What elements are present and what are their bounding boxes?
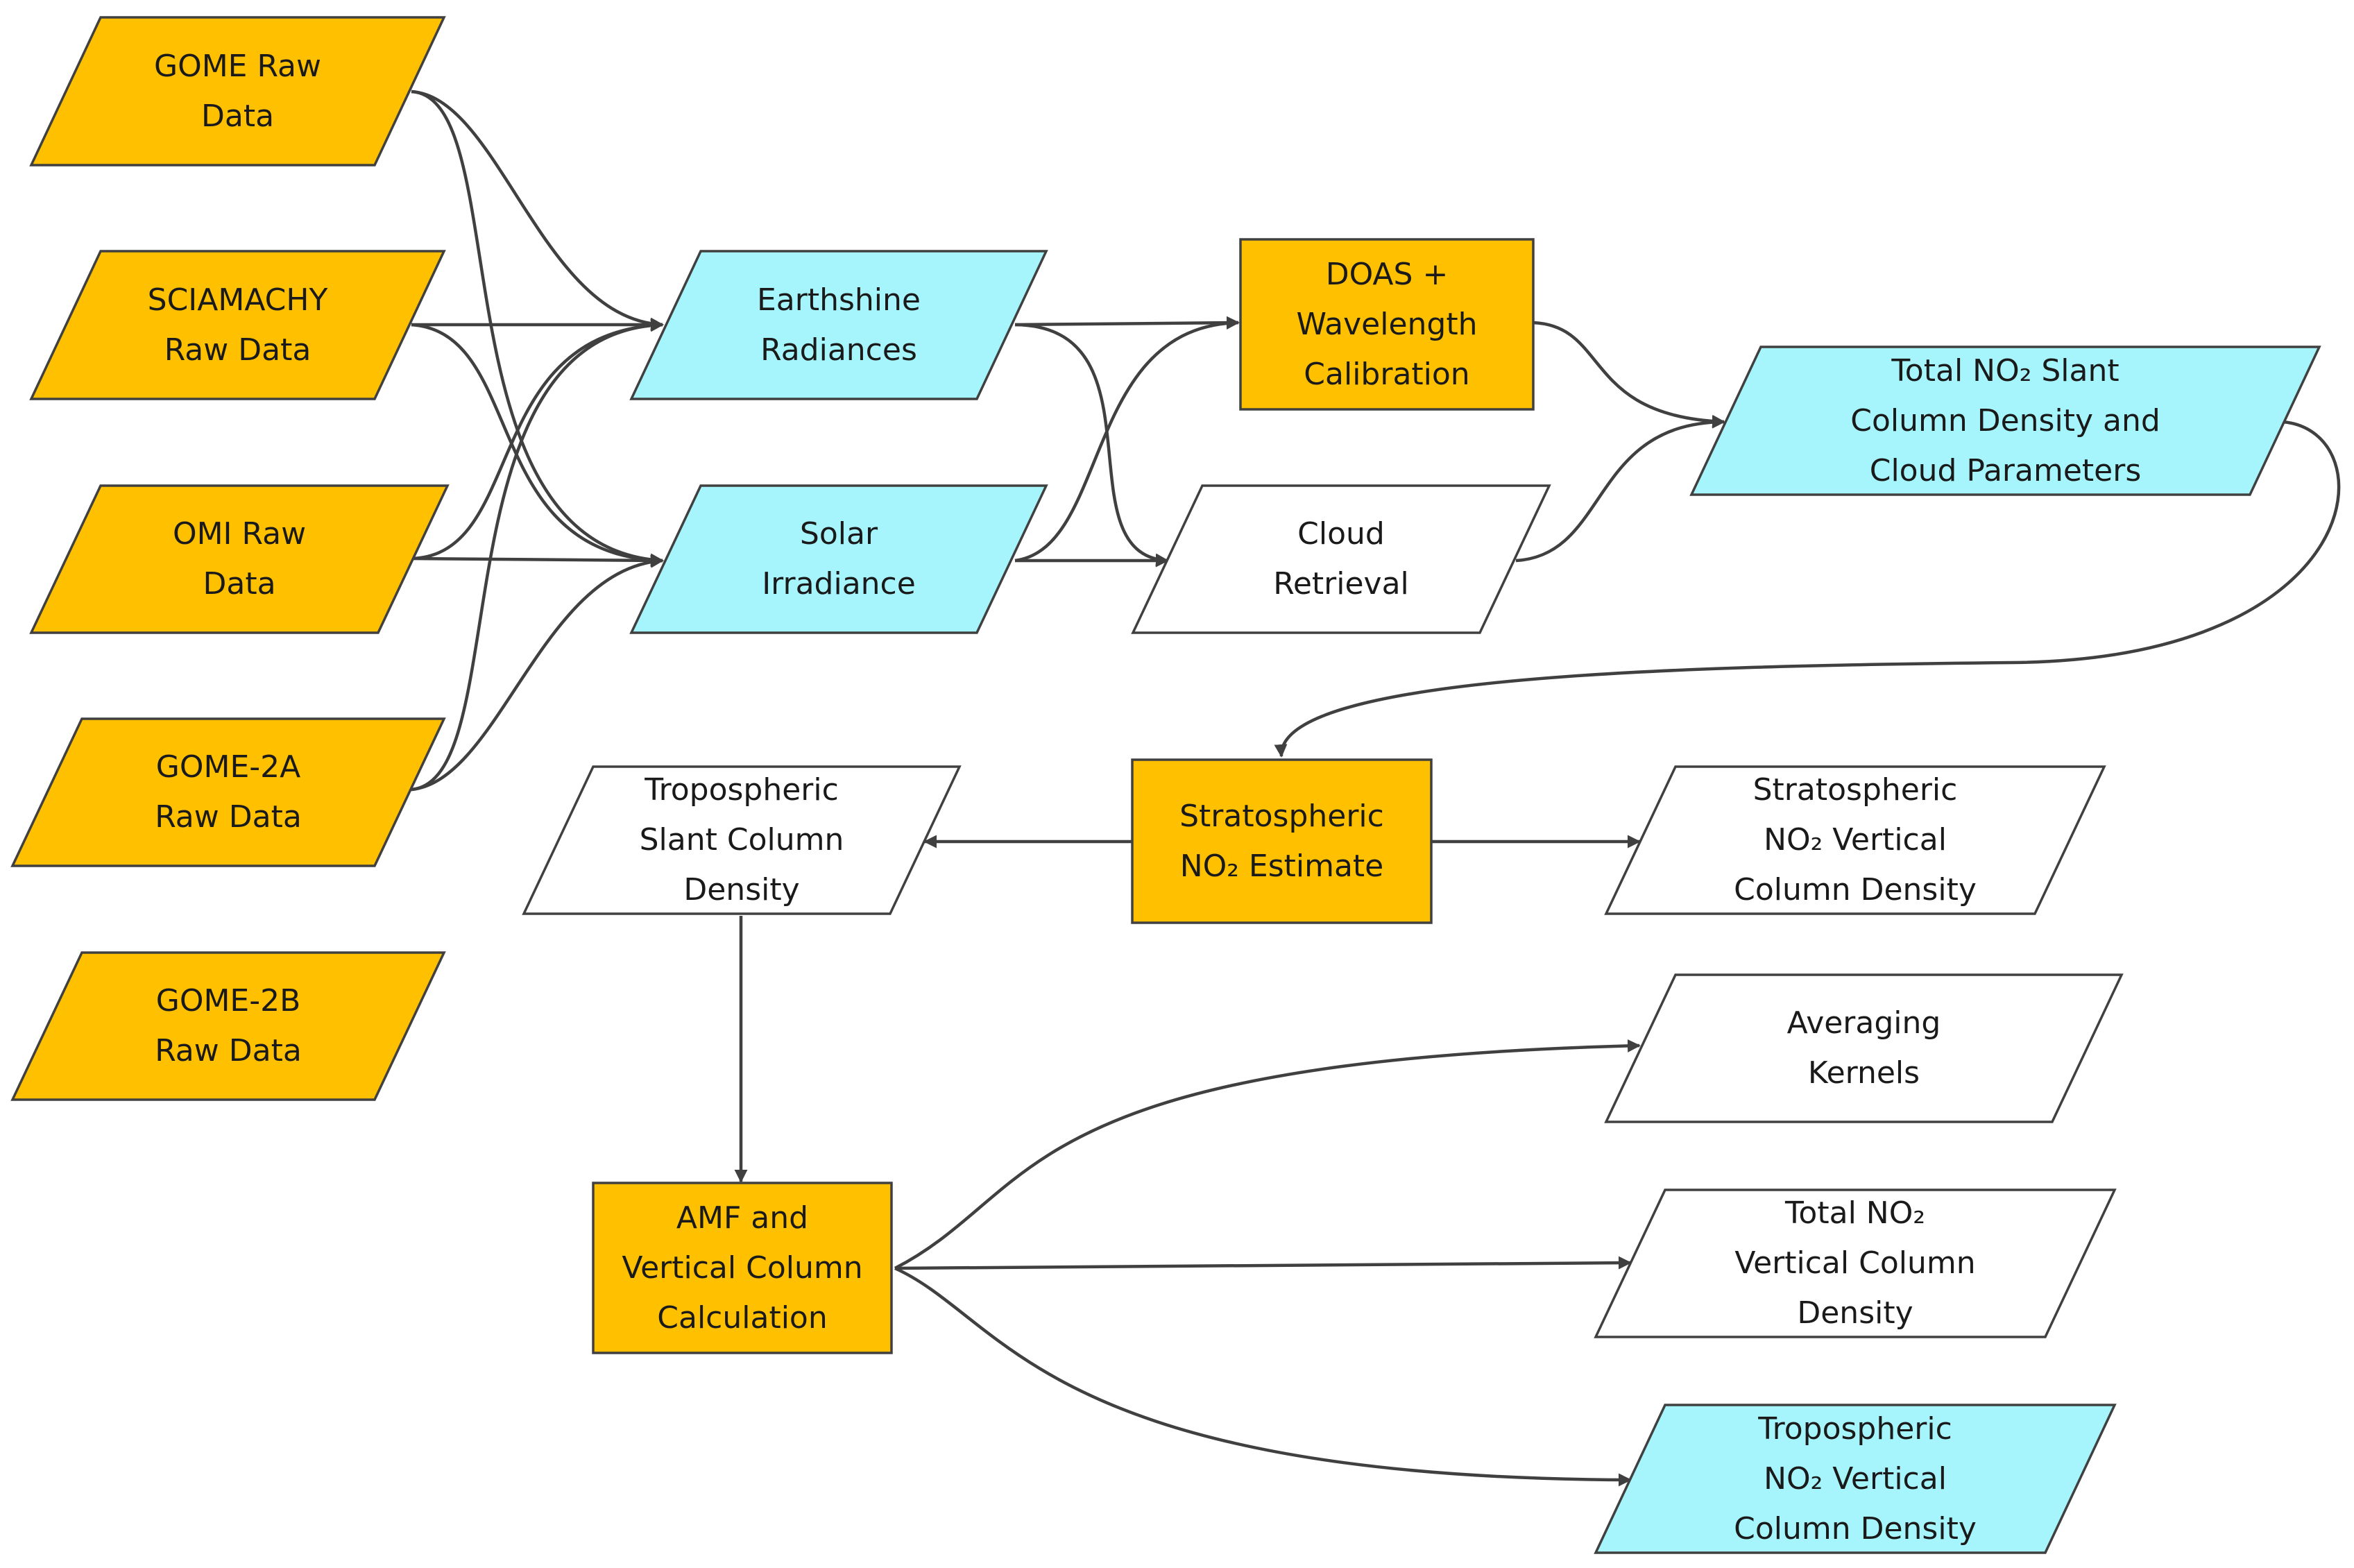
total-vcd-line-3: Density (1797, 1295, 1913, 1331)
edge-cloud-totalscd (1515, 415, 1725, 563)
strat-est-line-2: NO₂ Estimate (1179, 848, 1384, 884)
strat-vcd-shape (1604, 765, 2106, 915)
cloud-label: Cloud Retrieval (1133, 486, 1549, 633)
edge-omi-solar (411, 554, 664, 568)
edge-amf-totalvcd (894, 1256, 1632, 1270)
gome2a-raw-label: GOME-2A Raw Data (12, 719, 444, 866)
strat-est-shape (1131, 758, 1433, 924)
omi-raw-shape (29, 484, 450, 634)
amf-label: AMF and Vertical Column Calculation (593, 1183, 892, 1353)
strat-vcd-line-3: Column Density (1734, 872, 1977, 907)
gome-raw-line-1: GOME Raw (153, 48, 322, 84)
avg-kernels-shape (1604, 973, 2124, 1123)
edge-gome2a-earthshine (411, 318, 664, 792)
trop-vcd-line-3: Column Density (1734, 1510, 1977, 1546)
edge-solar-doas (1014, 316, 1240, 563)
total-vcd-line-1: Total NO₂ (1785, 1195, 1925, 1231)
earthshine-line-2: Radiances (760, 332, 917, 368)
cloud-shape (1131, 484, 1551, 634)
gome-raw-line-2: Data (201, 98, 275, 134)
doas-line-1: DOAS + (1325, 256, 1449, 292)
trop-vcd-line-2: NO₂ Vertical (1764, 1460, 1947, 1497)
gome2b-raw-shape (10, 951, 446, 1101)
solar-shape (629, 484, 1048, 634)
omi-raw-label: OMI Raw Data (31, 486, 447, 633)
trop-scd-line-3: Density (683, 872, 800, 907)
total-scd-line-3: Cloud Parameters (1869, 452, 2142, 488)
gome2b-raw-label: GOME-2B Raw Data (12, 953, 444, 1100)
doas-line-2: Wavelength (1296, 306, 1478, 342)
edge-totalscd-strat (1274, 420, 2341, 758)
strat-vcd-label: Stratospheric NO₂ Vertical Column Densit… (1606, 767, 2104, 914)
omi-raw-line-1: OMI Raw (172, 516, 307, 552)
sciamachy-raw-line-2: Raw Data (164, 332, 312, 368)
trop-scd-label: Tropospheric Slant Column Density (524, 767, 959, 914)
gome2b-raw-line-1: GOME-2B (155, 983, 301, 1019)
strat-vcd-line-2: NO₂ Vertical (1764, 822, 1947, 858)
total-vcd-line-2: Vertical Column (1734, 1245, 1976, 1281)
trop-scd-shape (522, 765, 962, 915)
gome2a-raw-line-2: Raw Data (155, 799, 302, 835)
total-scd-line-2: Column Density and (1850, 402, 2160, 438)
strat-est-label: Stratospheric NO₂ Estimate (1132, 760, 1431, 923)
gome2a-raw-line-1: GOME-2A (155, 749, 301, 785)
cloud-line-2: Retrieval (1273, 566, 1409, 602)
solar-line-1: Solar (799, 516, 878, 552)
earthshine-shape (629, 250, 1048, 400)
sciamachy-raw-shape (29, 250, 446, 400)
trop-vcd-shape (1594, 1404, 2117, 1554)
gome-raw-label: GOME Raw Data (31, 17, 444, 165)
earthshine-line-1: Earthshine (757, 282, 921, 318)
total-scd-shape (1689, 346, 2321, 496)
doas-shape (1239, 238, 1535, 411)
edge-amf-avgkernels (894, 1039, 1641, 1270)
earthshine-label: Earthshine Radiances (631, 251, 1046, 399)
sciamachy-raw-line-1: SCIAMACHY (147, 282, 328, 318)
cloud-line-1: Cloud (1297, 516, 1385, 552)
doas-label: DOAS + Wavelength Calibration (1240, 239, 1533, 409)
solar-line-2: Irradiance (762, 566, 916, 602)
gome2a-raw-shape (10, 717, 446, 867)
total-scd-line-1: Total NO₂ Slant (1891, 352, 2120, 389)
edge-earthshine-cloud (1014, 323, 1169, 567)
edge-doas-totalscd (1533, 321, 1725, 428)
strat-est-line-1: Stratospheric (1179, 798, 1384, 834)
trop-vcd-label: Tropospheric NO₂ Vertical Column Density (1596, 1405, 2115, 1553)
trop-scd-line-2: Slant Column (639, 822, 844, 858)
edge-omi-earthshine (411, 318, 664, 561)
amf-line-1: AMF and (676, 1200, 809, 1236)
solar-label: Solar Irradiance (631, 486, 1046, 633)
avg-kernels-label: Averaging Kernels (1606, 975, 2122, 1122)
amf-shape (592, 1182, 893, 1354)
trop-vcd-line-1: Tropospheric (1758, 1411, 1952, 1447)
edge-earthshine-doas (1014, 316, 1240, 330)
trop-scd-line-1: Tropospheric (645, 772, 839, 808)
total-vcd-shape (1594, 1188, 2117, 1338)
edge-gome2a-solar (411, 554, 664, 792)
total-scd-label: Total NO₂ Slant Column Density and Cloud… (1691, 347, 2319, 495)
doas-line-3: Calibration (1304, 356, 1470, 392)
amf-line-3: Calculation (657, 1299, 828, 1336)
gome-raw-shape (29, 16, 446, 167)
avg-kernels-line-2: Kernels (1807, 1055, 1920, 1091)
strat-vcd-line-1: Stratospheric (1752, 772, 1958, 808)
amf-line-2: Vertical Column (622, 1250, 863, 1286)
edge-amf-tropvcd (894, 1266, 1632, 1487)
avg-kernels-line-1: Averaging (1786, 1005, 1941, 1041)
sciamachy-raw-label: SCIAMACHY Raw Data (31, 251, 444, 399)
gome2b-raw-line-2: Raw Data (155, 1033, 302, 1068)
edge-sciamachy-solar (411, 323, 664, 567)
omi-raw-line-2: Data (203, 566, 276, 602)
total-vcd-label: Total NO₂ Vertical Column Density (1596, 1190, 2115, 1337)
edge-gome-earthshine (411, 90, 664, 331)
